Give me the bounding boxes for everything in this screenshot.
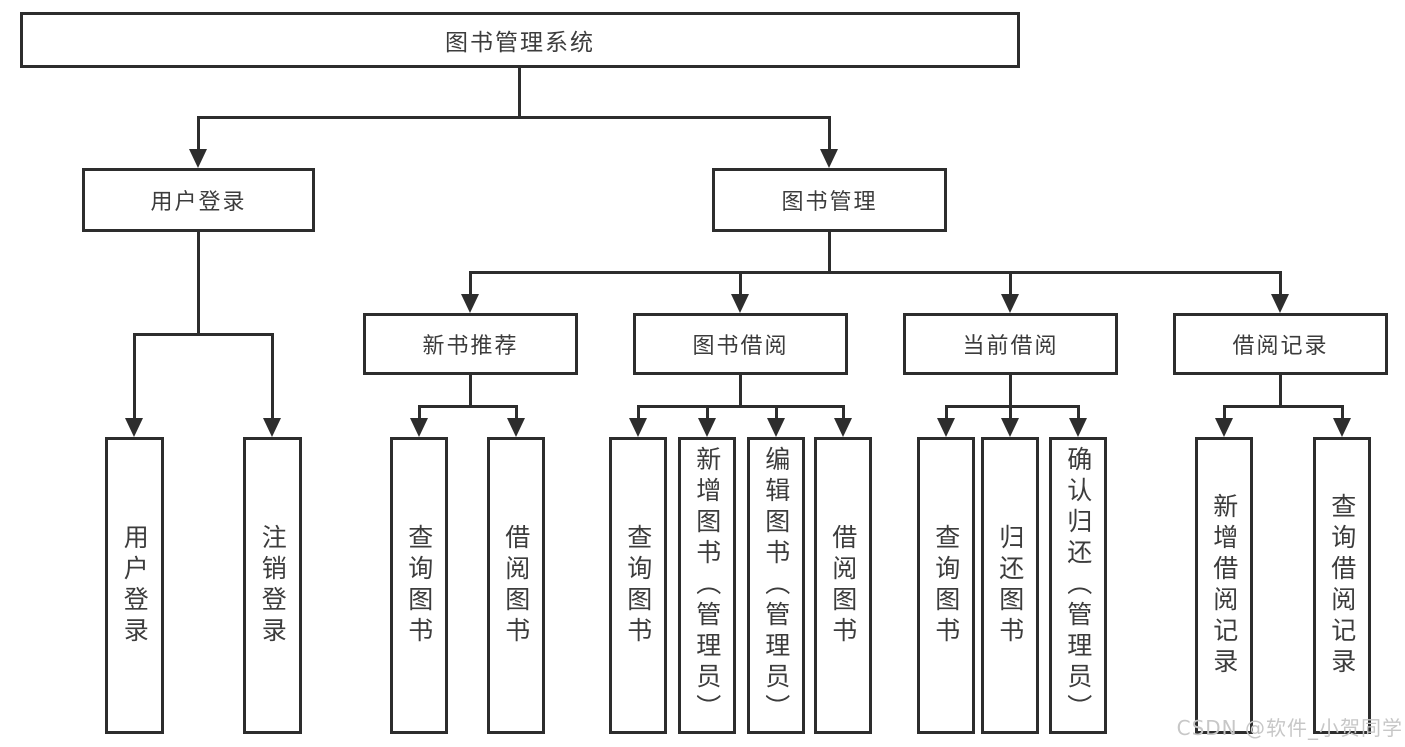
arrow-down-icon	[461, 294, 479, 313]
leaf-current-query-book: 查询图书	[917, 437, 975, 734]
arrow-down-icon	[820, 149, 838, 168]
connector-current-stem-1	[945, 405, 948, 421]
node-root: 图书管理系统	[20, 12, 1020, 68]
leaf-recommend-borrow-book: 借阅图书	[487, 437, 545, 734]
connector-current-stem-2	[1009, 405, 1012, 421]
node-user-login-label: 用户登录	[150, 190, 247, 215]
arrow-down-icon	[1001, 294, 1019, 313]
connector-borrowing-hline	[637, 405, 845, 408]
connector-bookmgmt-stem-4	[1279, 271, 1282, 297]
arrow-down-icon	[189, 149, 207, 168]
node-current-borrowing: 当前借阅	[903, 313, 1118, 375]
arrow-down-icon	[263, 418, 281, 437]
node-user-login: 用户登录	[82, 168, 315, 232]
node-book-borrowing: 图书借阅	[633, 313, 848, 375]
node-new-book-recommend-label: 新书推荐	[422, 334, 519, 359]
arrow-down-icon	[1069, 418, 1087, 437]
node-root-label: 图书管理系统	[445, 30, 595, 56]
leaf-current-return-book-label: 归还图书	[995, 523, 1025, 648]
arrow-down-icon	[1001, 418, 1019, 437]
leaf-borrowing-add-book-admin-label: 新增图书（管理员）	[692, 446, 722, 725]
leaf-records-add-record: 新增借阅记录	[1195, 437, 1253, 734]
connector-bookmgmt-vline	[828, 230, 831, 274]
node-new-book-recommend: 新书推荐	[363, 313, 578, 375]
arrow-down-icon	[698, 418, 716, 437]
connector-current-vline	[1009, 373, 1012, 408]
leaf-records-add-record-label: 新增借阅记录	[1209, 492, 1239, 679]
node-borrow-records: 借阅记录	[1173, 313, 1388, 375]
leaf-records-query-record: 查询借阅记录	[1313, 437, 1371, 734]
connector-records-stem-2	[1341, 405, 1344, 421]
connector-root-hline	[197, 116, 831, 119]
connector-records-vline	[1279, 373, 1282, 408]
leaf-borrowing-add-book-admin: 新增图书（管理员）	[678, 437, 736, 734]
connector-bookmgmt-hline	[469, 271, 1282, 274]
connector-userlogin-stem-1	[133, 333, 136, 421]
arrow-down-icon	[834, 418, 852, 437]
node-book-management-label: 图书管理	[781, 190, 878, 215]
leaf-borrowing-borrow-book-label: 借阅图书	[828, 523, 858, 648]
arrow-down-icon	[1215, 418, 1233, 437]
connector-root-stem-right	[828, 116, 831, 152]
connector-recommend-stem-2	[515, 405, 518, 421]
connector-bookmgmt-stem-3	[1009, 271, 1012, 297]
connector-current-stem-3	[1077, 405, 1080, 421]
leaf-borrowing-edit-book-admin: 编辑图书（管理员）	[747, 437, 805, 734]
connector-bookmgmt-stem-1	[469, 271, 472, 297]
leaf-current-confirm-return-admin: 确认归还（管理员）	[1049, 437, 1107, 734]
arrow-down-icon	[731, 294, 749, 313]
connector-userlogin-hline	[133, 333, 274, 336]
watermark: CSDN @软件_小贺同学	[1176, 716, 1403, 740]
arrow-down-icon	[1333, 418, 1351, 437]
connector-userlogin-vline	[197, 230, 200, 336]
node-book-borrowing-label: 图书借阅	[692, 334, 789, 359]
arrow-down-icon	[410, 418, 428, 437]
node-borrow-records-label: 借阅记录	[1232, 334, 1329, 359]
arrow-down-icon	[767, 418, 785, 437]
leaf-borrowing-query-book: 查询图书	[609, 437, 667, 734]
leaf-current-return-book: 归还图书	[981, 437, 1039, 734]
connector-borrowing-stem-2	[706, 405, 709, 421]
arrow-down-icon	[629, 418, 647, 437]
arrow-down-icon	[125, 418, 143, 437]
leaf-recommend-query-book: 查询图书	[390, 437, 448, 734]
connector-recommend-hline	[418, 405, 518, 408]
leaf-user-login: 用户登录	[105, 437, 164, 734]
connector-records-stem-1	[1223, 405, 1226, 421]
leaf-user-login-label: 用户登录	[120, 523, 150, 648]
leaf-records-query-record-label: 查询借阅记录	[1327, 492, 1357, 679]
arrow-down-icon	[1271, 294, 1289, 313]
leaf-borrowing-edit-book-admin-label: 编辑图书（管理员）	[761, 446, 791, 725]
arrow-down-icon	[507, 418, 525, 437]
leaf-borrowing-query-book-label: 查询图书	[623, 523, 653, 648]
node-book-management: 图书管理	[712, 168, 947, 232]
connector-root-stem-left	[197, 116, 200, 152]
leaf-borrowing-borrow-book: 借阅图书	[814, 437, 872, 734]
leaf-recommend-query-book-label: 查询图书	[404, 523, 434, 648]
connector-records-hline	[1223, 405, 1344, 408]
connector-userlogin-stem-2	[271, 333, 274, 421]
connector-borrowing-stem-3	[775, 405, 778, 421]
leaf-logout: 注销登录	[243, 437, 302, 734]
connector-root-vline	[518, 66, 521, 119]
connector-borrowing-stem-1	[637, 405, 640, 421]
leaf-logout-label: 注销登录	[258, 523, 288, 648]
arrow-down-icon	[937, 418, 955, 437]
connector-bookmgmt-stem-2	[739, 271, 742, 297]
connector-recommend-stem-1	[418, 405, 421, 421]
connector-current-hline	[945, 405, 1080, 408]
leaf-current-query-book-label: 查询图书	[931, 523, 961, 648]
connector-borrowing-stem-4	[842, 405, 845, 421]
leaf-recommend-borrow-book-label: 借阅图书	[501, 523, 531, 648]
node-current-borrowing-label: 当前借阅	[962, 334, 1059, 359]
connector-borrowing-vline	[739, 373, 742, 408]
connector-recommend-vline	[469, 373, 472, 408]
leaf-current-confirm-return-admin-label: 确认归还（管理员）	[1063, 446, 1093, 725]
